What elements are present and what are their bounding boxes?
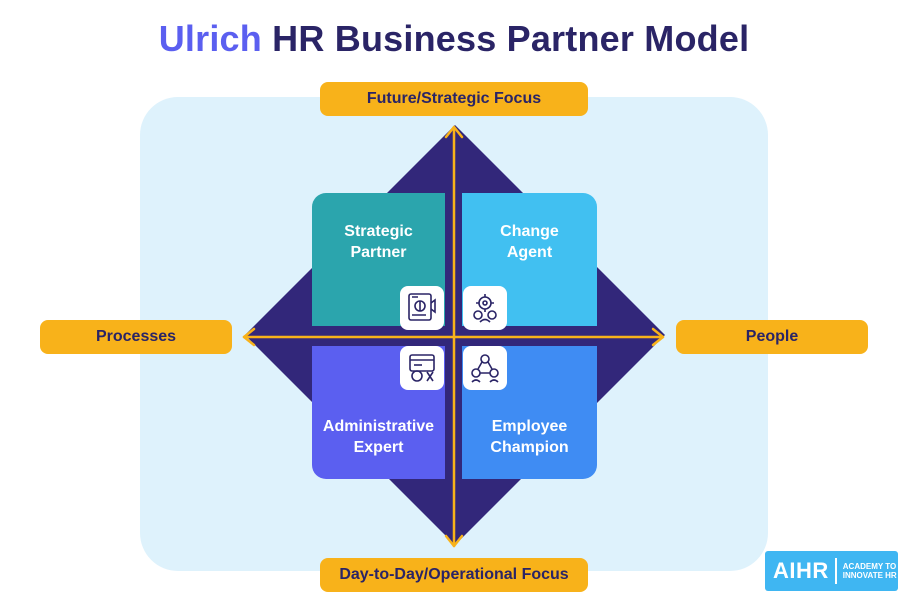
arrowhead-right	[651, 327, 665, 347]
quadrant-change-agent: Change Agent	[462, 193, 597, 326]
logo-separator	[834, 558, 837, 584]
aihr-logo: AIHR ACADEMY TO INNOVATE HR	[765, 551, 898, 591]
quadrant-label-line2: Partner	[350, 244, 407, 261]
quadrant-label-line1: Strategic	[344, 223, 413, 240]
axis-label-top-text: Future/Strategic Focus	[366, 90, 542, 107]
gears-head-icon	[463, 286, 507, 330]
axis-label-bottom: Day-to-Day/Operational Focus	[320, 558, 588, 592]
quadrant-label-line2: Champion	[490, 439, 569, 456]
title-accent: Ulrich	[158, 18, 262, 59]
axis-label-right: People	[676, 320, 868, 354]
quadrant-label-line1: Change	[500, 223, 559, 240]
arrowhead-down	[444, 534, 464, 548]
quadrant-label-line1: Administrative	[322, 418, 435, 435]
strategy-board-icon	[400, 286, 444, 330]
quadrant-label-line2: Agent	[506, 244, 553, 261]
page-title: Ulrich HR Business Partner Model	[0, 18, 908, 60]
admin-tools-icon	[400, 346, 444, 390]
axis-label-top: Future/Strategic Focus	[320, 82, 588, 116]
logo-tagline: ACADEMY TO INNOVATE HR	[843, 562, 897, 580]
arrowhead-left	[242, 327, 256, 347]
axis-label-right-text: People	[745, 328, 799, 345]
quadrant-label-line1: Employee	[491, 418, 568, 435]
axis-label-left: Processes	[40, 320, 232, 354]
people-network-icon	[463, 346, 507, 390]
arrowhead-up	[444, 125, 464, 139]
title-rest: HR Business Partner Model	[272, 18, 750, 59]
quadrant-label-line2: Expert	[353, 439, 404, 456]
logo-tagline-line2: INNOVATE HR	[842, 571, 897, 580]
logo-mark: AIHR	[773, 558, 829, 583]
axis-label-left-text: Processes	[95, 328, 177, 345]
axis-label-bottom-text: Day-to-Day/Operational Focus	[339, 566, 569, 583]
logo-tagline-line1: ACADEMY TO	[842, 562, 897, 571]
